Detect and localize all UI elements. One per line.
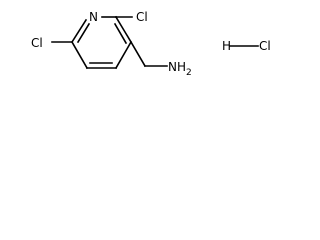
amine-subscript-2: 2 [186,68,192,78]
pyridine-ring [70,15,133,70]
double-bond-c2-c3 [113,22,128,45]
bond-c2-c3 [114,15,133,44]
amine-nh-text: NH [168,60,186,74]
hydrogen-atom-salt: H [222,39,231,53]
bond-c3-c4 [114,40,133,70]
structure-diagram: Cl N Cl NH2 H Cl [31,10,271,78]
chlorine-atom-left: Cl [31,36,43,50]
bond-c3-ch2 [129,40,147,68]
amine-group-label: NH2 [168,60,192,78]
nitrogen-atom-ring: N [89,10,98,24]
chlorine-atom-right: Cl [136,10,148,24]
bond-c5-c6 [70,40,89,70]
double-bond-c6-n [76,22,91,44]
bond-c6-n [70,18,88,44]
chlorine-atom-salt: Cl [259,39,271,53]
